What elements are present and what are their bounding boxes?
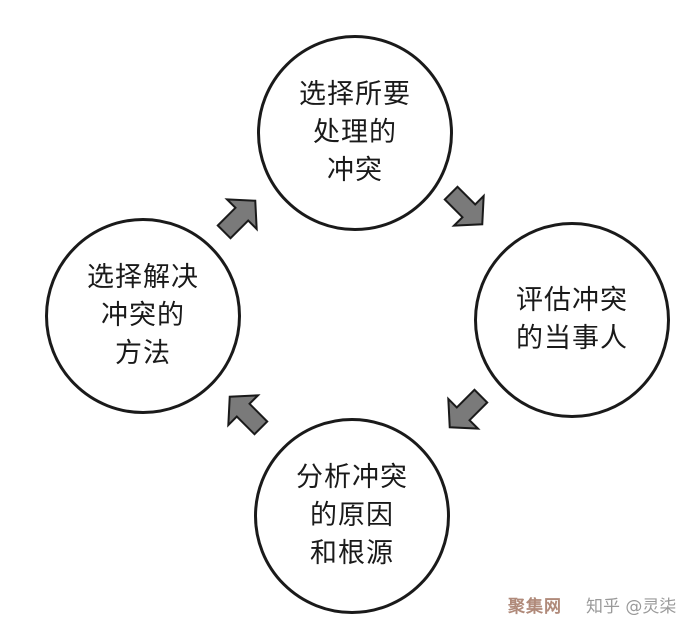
arrow-left-to-top [216, 198, 258, 240]
step-text-line: 选择解决 [87, 262, 199, 293]
watermark-site: 聚集网 [508, 597, 562, 617]
step-text-line: 处理的 [313, 117, 397, 148]
step-circle-analyze-causes: 分析冲突 的原因 和根源 [254, 418, 450, 614]
step-text-line: 方法 [115, 338, 171, 369]
arrow-bottom-to-left [227, 394, 269, 436]
step-text-line: 评估冲突 [516, 285, 628, 316]
step-text-line: 选择所要 [299, 79, 411, 110]
step-circle-assess-parties: 评估冲突 的当事人 [474, 222, 670, 418]
step-circle-select-conflict: 选择所要 处理的 冲突 [257, 35, 453, 231]
arrow-right-to-bottom [447, 388, 489, 430]
step-text-line: 冲突 [327, 155, 383, 186]
watermark-author: 知乎 @灵柒 [586, 597, 677, 617]
step-text-line: 分析冲突 [296, 462, 408, 493]
step-text-line: 的原因 [310, 500, 394, 531]
step-circle-choose-method: 选择解决 冲突的 方法 [45, 218, 241, 414]
step-text-line: 冲突的 [101, 300, 185, 331]
arrow-top-to-right [443, 185, 485, 227]
step-text-line: 和根源 [310, 538, 394, 569]
step-text-line: 的当事人 [516, 323, 628, 354]
